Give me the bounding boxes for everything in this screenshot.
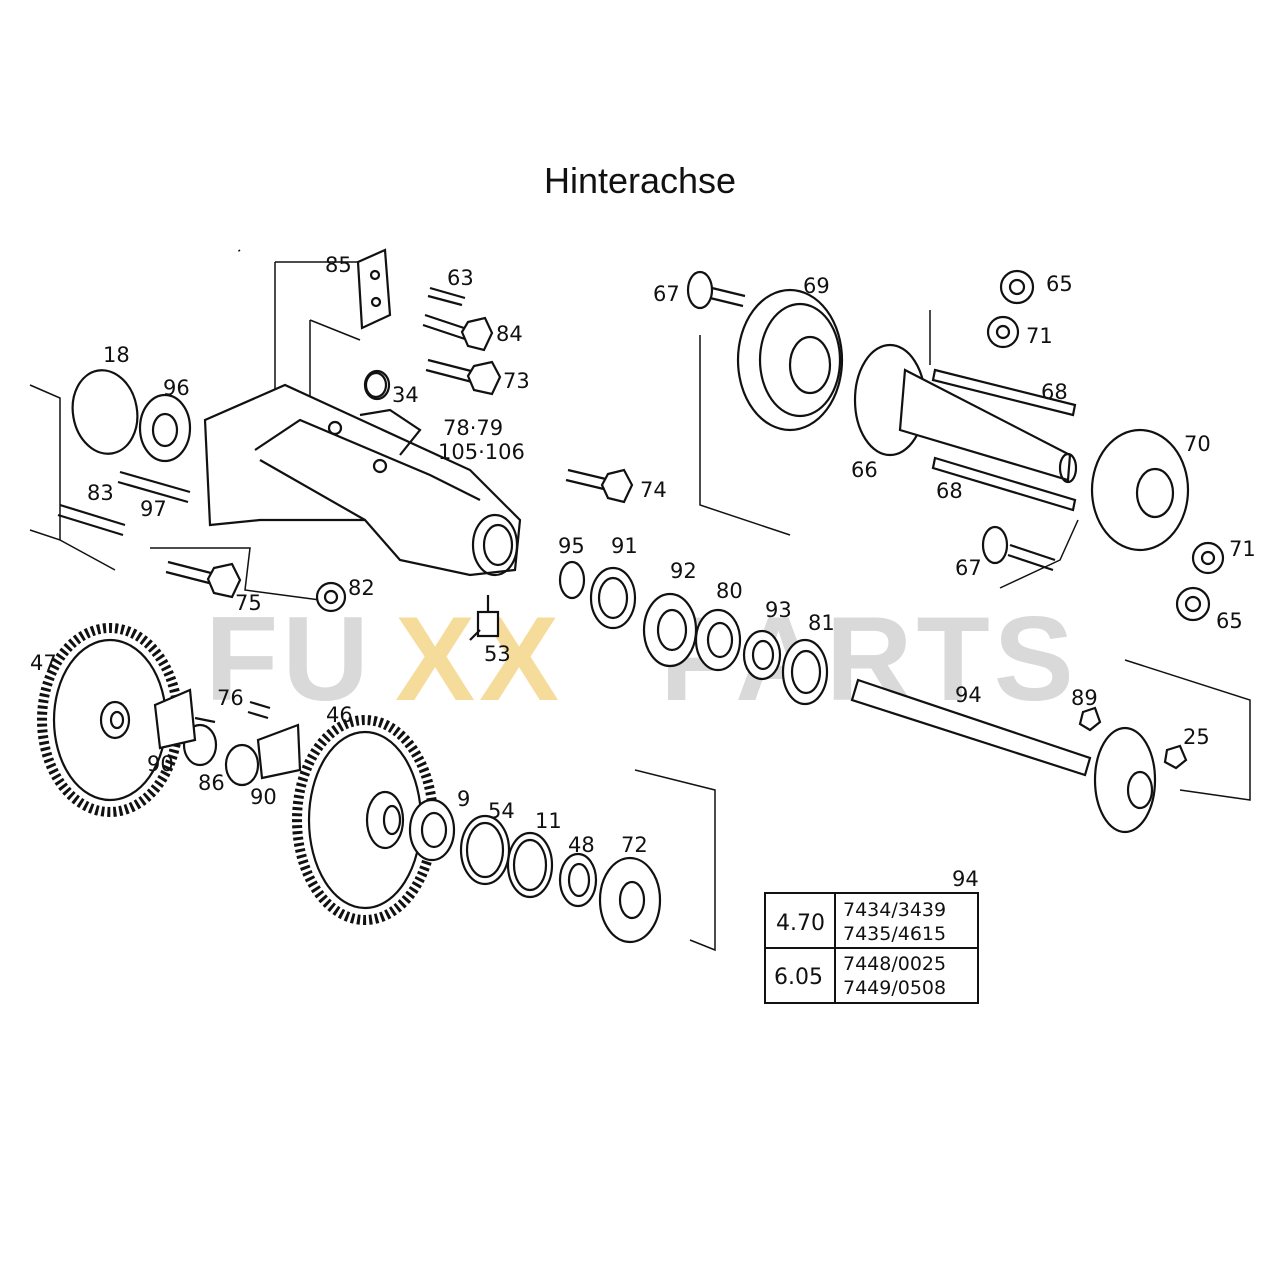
plate-85 (356, 248, 392, 330)
label-34: 34 (392, 383, 419, 407)
watermark: FU XX PARTS (205, 592, 1074, 726)
label-85: 85 (325, 253, 352, 277)
table-row-2-code-1: 7448/0025 (843, 953, 946, 975)
label-25: 25 (1183, 725, 1210, 749)
label-96: 96 (163, 376, 190, 400)
watermark-left: FU (205, 592, 373, 726)
table-row-1-code-1: 7434/3439 (843, 899, 946, 921)
label-67-top: 67 (653, 282, 680, 306)
leader-lines (29, 249, 1251, 952)
label-97: 97 (140, 497, 167, 521)
bolts (57, 270, 1056, 724)
table-row-1-code-2: 7435/4615 (843, 923, 946, 945)
label-94-shaft: 94 (955, 683, 982, 707)
label-71-top: 71 (1026, 324, 1053, 348)
label-9: 9 (457, 787, 470, 811)
label-71-bottom: 71 (1229, 537, 1256, 561)
label-65-bottom: 65 (1216, 609, 1243, 633)
label-93: 93 (765, 598, 792, 622)
label-81: 81 (808, 611, 835, 635)
label-89: 89 (1071, 686, 1098, 710)
hub-assembly (736, 288, 1190, 552)
label-69: 69 (803, 274, 830, 298)
nuts (315, 269, 1225, 622)
label-80: 80 (716, 579, 743, 603)
table-row-2-key: 6.05 (774, 965, 823, 990)
table-row-2-code-2: 7449/0508 (843, 977, 946, 999)
label-11: 11 (535, 809, 562, 833)
label-54: 54 (488, 799, 515, 823)
label-68-top: 68 (1041, 380, 1068, 404)
label-53: 53 (484, 642, 511, 666)
label-70: 70 (1184, 432, 1211, 456)
page-title: Hinterachse (543, 160, 737, 201)
label-82: 82 (348, 576, 375, 600)
label-86: 86 (198, 771, 225, 795)
forks-90 (153, 688, 302, 780)
label-73: 73 (503, 369, 530, 393)
label-67-bottom: 67 (955, 556, 982, 580)
variant-table: 94 4.70 7434/3439 7435/4615 6.05 7448/00… (764, 867, 979, 1004)
label-76: 76 (217, 686, 244, 710)
label-90-right: 90 (250, 785, 277, 809)
axle-housing (203, 383, 522, 577)
table-header: 94 (952, 867, 979, 891)
label-48: 48 (568, 833, 595, 857)
label-95: 95 (558, 534, 585, 558)
part-labels: 18 96 83 97 75 82 85 63 84 73 34 78·79 1… (30, 253, 1256, 857)
label-18: 18 (103, 343, 130, 367)
label-92: 92 (670, 559, 697, 583)
label-65-top: 65 (1046, 272, 1073, 296)
rings-and-bearings (71, 369, 829, 944)
label-91: 91 (611, 534, 638, 558)
label-63: 63 (447, 266, 474, 290)
label-90-left: 90 (147, 752, 174, 776)
axle-shaft-94 (850, 678, 1188, 834)
label-78-79: 78·79 (443, 416, 503, 440)
label-46: 46 (326, 703, 353, 727)
label-72: 72 (621, 833, 648, 857)
label-105-106: 105·106 (438, 440, 525, 464)
label-83: 83 (87, 481, 114, 505)
label-84: 84 (496, 322, 523, 346)
label-75: 75 (235, 591, 262, 615)
table-row-1-key: 4.70 (776, 911, 825, 936)
component-53 (469, 595, 500, 641)
label-47: 47 (30, 651, 57, 675)
label-68-bottom: 68 (936, 479, 963, 503)
label-74: 74 (640, 478, 667, 502)
label-66: 66 (851, 458, 878, 482)
